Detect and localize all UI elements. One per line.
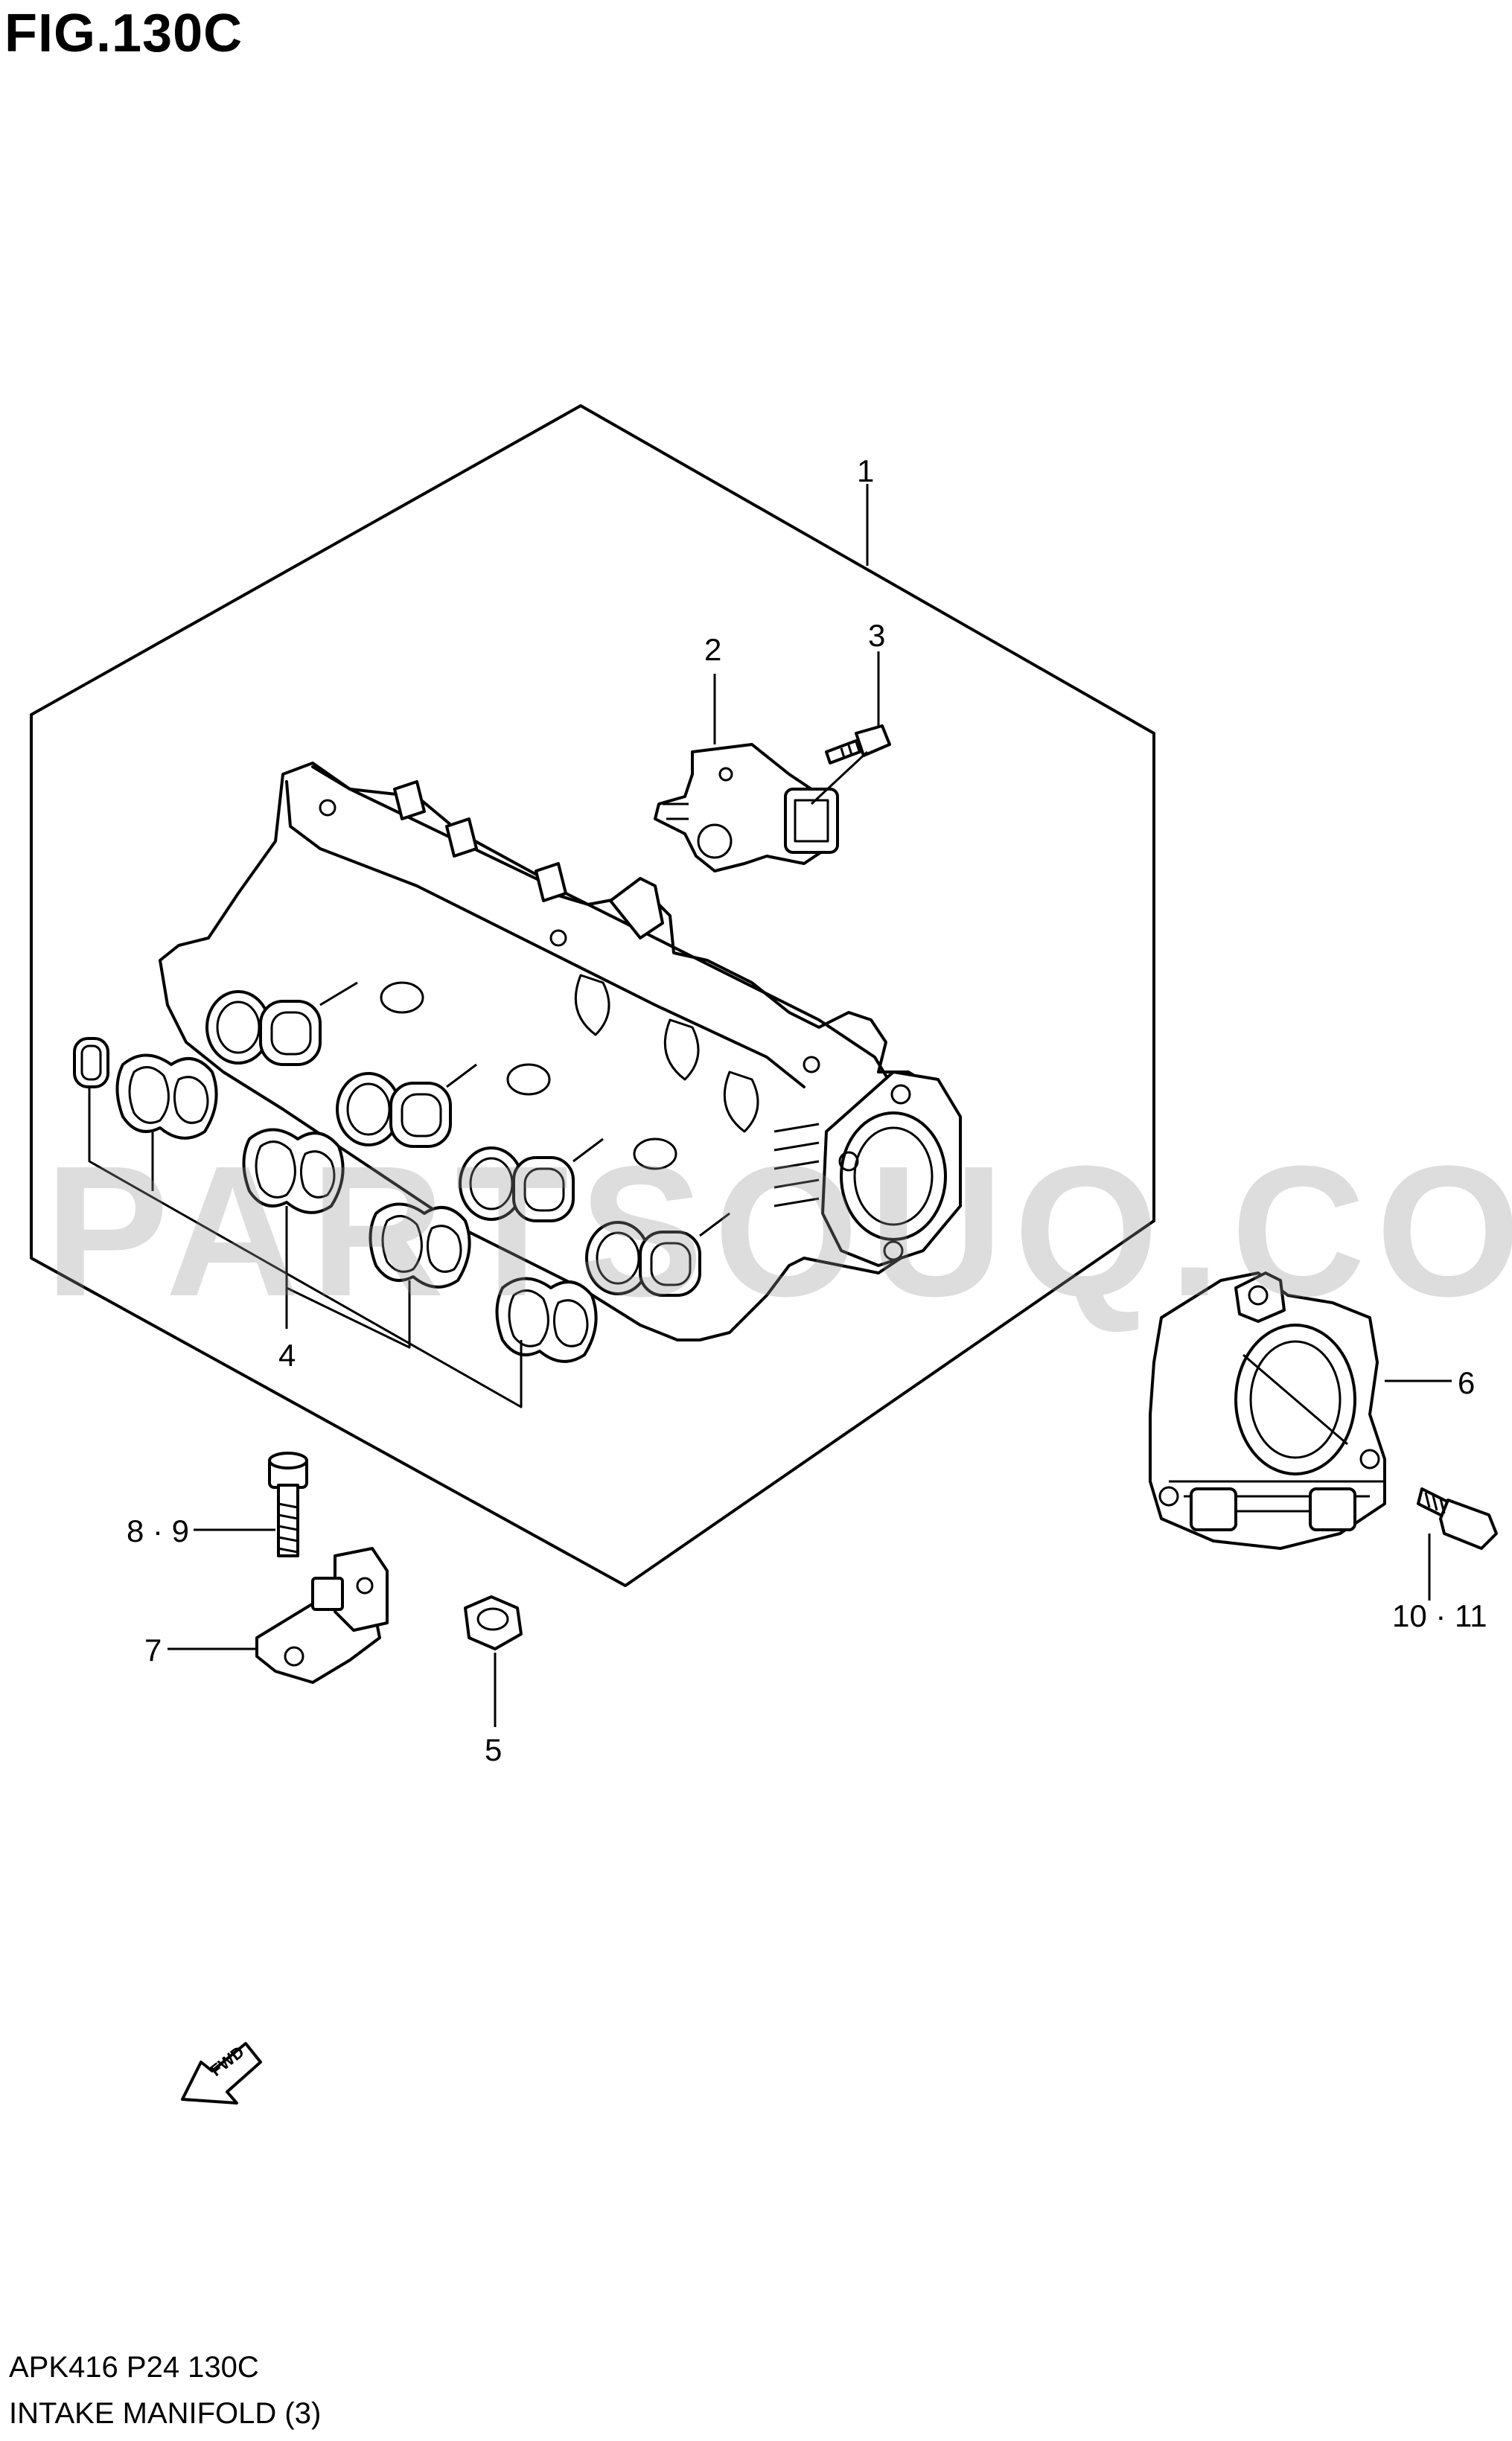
callout-2[interactable]: 2 (704, 632, 722, 667)
screw-part-3 (810, 651, 891, 805)
callout-10-11[interactable]: 10 · 11 (1392, 1598, 1487, 1633)
assembly-boundary (30, 404, 1155, 1587)
nut-part-5 (464, 1595, 523, 1727)
callout-6[interactable]: 6 (1458, 1365, 1476, 1400)
bolt-part-8-9 (194, 1452, 308, 1557)
callout-1[interactable]: 1 (857, 453, 875, 488)
pressure-sensor-part (654, 674, 839, 872)
callout-7[interactable]: 7 (144, 1633, 162, 1668)
callout-3[interactable]: 3 (868, 618, 886, 653)
bolt-part-10-11 (1417, 1487, 1498, 1601)
figure-name: INTAKE MANIFOLD (3) (9, 2397, 322, 2430)
figure-code: APK416 P24 130C (9, 2351, 259, 2384)
intake-manifold-part (159, 762, 962, 1341)
forward-arrow-icon: FWD (181, 2042, 262, 2105)
callout-4[interactable]: 4 (278, 1338, 296, 1373)
gasket-set-part (73, 1037, 598, 1408)
figure-title: FIG.130C (4, 4, 243, 63)
throttle-body-part (1149, 1271, 1452, 1550)
bracket-part-7 (168, 1547, 389, 1684)
callout-5[interactable]: 5 (485, 1732, 503, 1767)
callout-8-9[interactable]: 8 · 9 (127, 1513, 190, 1548)
